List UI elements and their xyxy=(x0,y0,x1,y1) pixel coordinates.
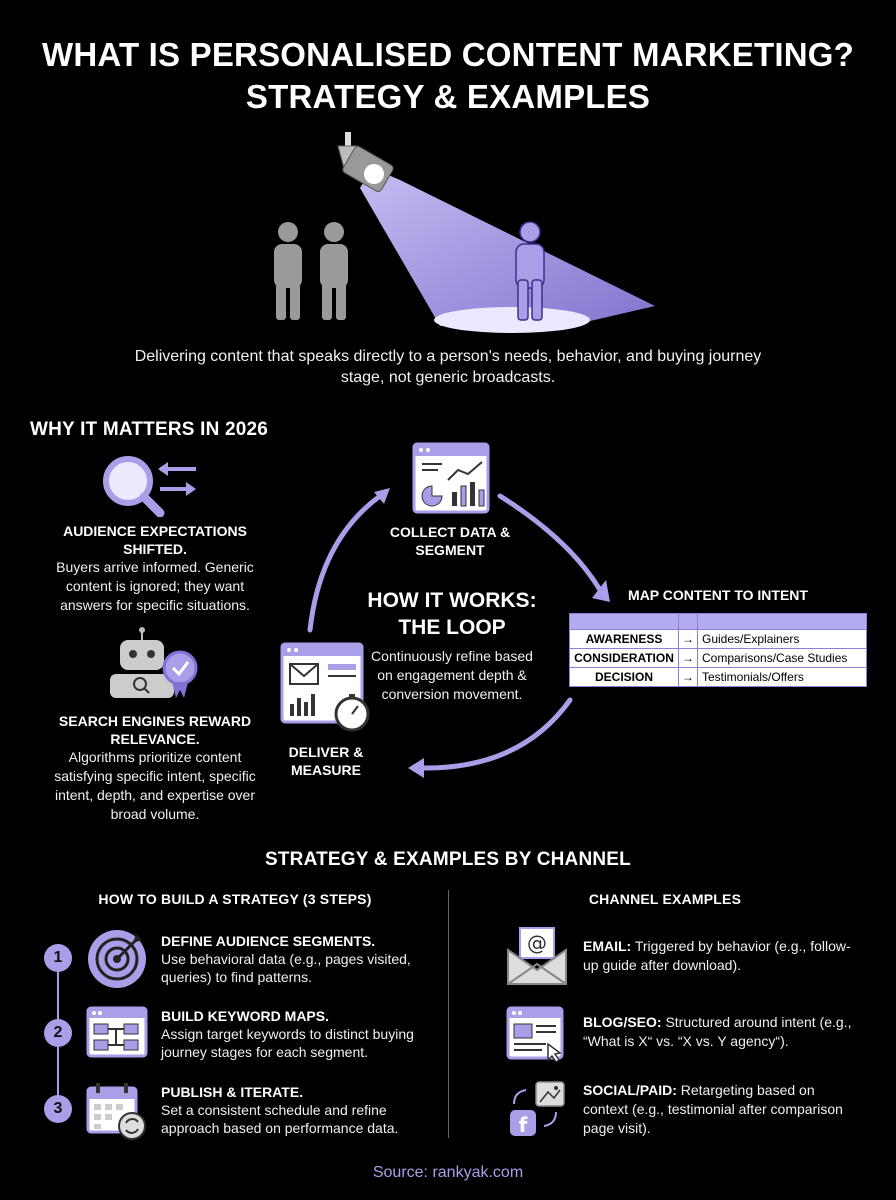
channel-blog-seo: BLOG/SEO: Structured around intent (e.g.… xyxy=(583,1013,863,1051)
stage-cell: DECISION xyxy=(569,667,679,687)
map-heading: MAP CONTENT TO INTENT xyxy=(628,587,808,603)
arrow-cell: → xyxy=(678,629,698,649)
svg-text:@: @ xyxy=(527,931,547,955)
intent-map-table: AWARENESS → Guides/Explainers CONSIDERAT… xyxy=(569,613,867,687)
highlighted-person-icon xyxy=(515,221,545,321)
steps-heading: HOW TO BUILD A STRATEGY (3 STEPS) xyxy=(98,891,372,907)
step-2: BUILD KEYWORD MAPS. Assign target keywor… xyxy=(161,1007,446,1061)
step-title: PUBLISH & ITERATE. xyxy=(161,1084,304,1100)
step-text: Set a consistent schedule and refine app… xyxy=(161,1102,399,1136)
channel-name: EMAIL: xyxy=(583,938,632,954)
content-cell: Comparisons/Case Studies xyxy=(697,648,867,668)
channel-name: SOCIAL/PAID: xyxy=(583,1082,677,1098)
person-icon xyxy=(320,222,348,320)
channel-name: BLOG/SEO: xyxy=(583,1014,662,1030)
loop-center: HOW IT WORKS: THE LOOP Continuously refi… xyxy=(362,587,542,704)
channel-text: Retargeting based on context (e.g., test… xyxy=(583,1082,843,1136)
loop-arrow-left xyxy=(307,493,383,633)
loop-arrow-bottom xyxy=(417,697,573,771)
table-row: AWARENESS → Guides/Explainers xyxy=(569,629,867,649)
tagline: Delivering content that speaks directly … xyxy=(134,348,762,386)
why-heading: WHY IT MATTERS IN 2026 xyxy=(30,419,269,440)
channel-social-paid: SOCIAL/PAID: Retargeting based on contex… xyxy=(583,1081,853,1138)
table-row: DECISION → Testimonials/Offers xyxy=(569,667,867,687)
step-title: BUILD KEYWORD MAPS. xyxy=(161,1008,329,1024)
strategy-heading: STRATEGY & EXAMPLES BY CHANNEL xyxy=(265,849,631,870)
table-header-row xyxy=(569,613,867,630)
loop-text: Continuously refine based on engagement … xyxy=(371,648,533,702)
stage-cell: CONSIDERATION xyxy=(569,648,679,668)
step-number-badge: 3 xyxy=(44,1095,72,1123)
step-number-badge: 1 xyxy=(44,944,72,972)
person-icon xyxy=(274,222,302,320)
target-icon xyxy=(88,930,146,988)
email-envelope-icon: @ xyxy=(507,927,567,985)
step-text: Use behavioral data (e.g., pages visited… xyxy=(161,951,411,985)
why-item-2: SEARCH ENGINES REWARD RELEVANCE. Algorit… xyxy=(40,712,270,824)
title-line-1: WHAT IS PERSONALISED CONTENT MARKETING? xyxy=(41,36,854,73)
page-title: WHAT IS PERSONALISED CONTENT MARKETING? … xyxy=(0,34,896,118)
why-item-text: Algorithms prioritize content satisfying… xyxy=(54,749,256,822)
why-item-title: SEARCH ENGINES REWARD RELEVANCE. xyxy=(58,713,252,747)
email-chart-stopwatch-icon xyxy=(280,642,370,732)
title-line-2: STRATEGY & EXAMPLES xyxy=(245,78,651,115)
keyword-map-icon xyxy=(86,1006,148,1058)
column-divider xyxy=(448,890,449,1138)
step-3: PUBLISH & ITERATE. Set a consistent sche… xyxy=(161,1083,446,1137)
why-item-1: AUDIENCE EXPECTATIONS SHIFTED. Buyers ar… xyxy=(40,522,270,615)
table-row: CONSIDERATION → Comparisons/Case Studies xyxy=(569,648,867,668)
analytics-dashboard-icon xyxy=(412,442,490,514)
blog-page-icon xyxy=(506,1006,564,1062)
step-number-badge: 2 xyxy=(44,1019,72,1047)
svg-text:f: f xyxy=(519,1113,528,1137)
step-title: DEFINE AUDIENCE SEGMENTS. xyxy=(161,933,376,949)
magnifier-icon xyxy=(103,456,196,517)
deliver-measure-label: DELIVER & MEASURE xyxy=(288,744,364,778)
loop-title: THE LOOP xyxy=(398,616,506,639)
content-cell: Guides/Explainers xyxy=(697,629,867,649)
source-credit: Source: rankyak.com xyxy=(372,1164,524,1181)
spotlight-beam xyxy=(360,168,655,333)
arrow-cell: → xyxy=(678,667,698,687)
loop-arrows xyxy=(307,488,610,778)
step-text: Assign target keywords to distinct buyin… xyxy=(161,1026,414,1060)
spotlight-lamp-icon xyxy=(337,132,394,193)
channel-text: Triggered by behavior (e.g., follow-up g… xyxy=(583,938,851,973)
step-1: DEFINE AUDIENCE SEGMENTS. Use behavioral… xyxy=(161,932,446,986)
channel-text: Structured around intent (e.g., “What is… xyxy=(583,1014,852,1049)
why-item-title: AUDIENCE EXPECTATIONS SHIFTED. xyxy=(63,523,247,557)
loop-arrow-right xyxy=(497,493,603,593)
arrow-cell: → xyxy=(678,648,698,668)
why-item-text: Buyers arrive informed. Generic content … xyxy=(56,559,254,613)
spotlight-illustration xyxy=(274,132,655,333)
social-media-icon: f xyxy=(510,1081,565,1137)
calendar-refresh-icon xyxy=(86,1083,146,1140)
collect-data-label: COLLECT DATA & SEGMENT xyxy=(389,524,511,558)
robot-badge-icon xyxy=(110,627,198,698)
channel-email: EMAIL: Triggered by behavior (e.g., foll… xyxy=(583,937,853,975)
content-cell: Testimonials/Offers xyxy=(697,667,867,687)
loop-title: HOW IT WORKS: xyxy=(367,589,537,612)
channels-heading: CHANNEL EXAMPLES xyxy=(588,891,742,907)
stage-cell: AWARENESS xyxy=(569,629,679,649)
